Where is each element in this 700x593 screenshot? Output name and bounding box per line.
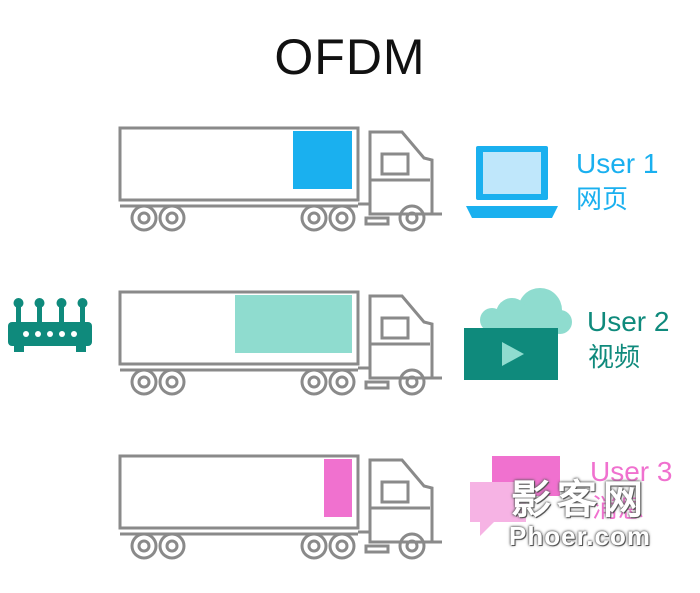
router-icon [4, 296, 96, 361]
laptop-icon [464, 144, 560, 227]
cargo-block-user-2 [235, 295, 352, 353]
user-3-label: User 3 [590, 456, 673, 487]
truck-user-3 [112, 446, 447, 566]
user-2-content: 视频 [588, 343, 641, 373]
user-1-content: 网页 [576, 185, 629, 215]
cargo-block-user-3 [324, 459, 352, 517]
user-3-content: 消息 [592, 494, 645, 524]
cargo-block-user-1 [293, 131, 352, 189]
diagram-title: OFDM [274, 29, 426, 85]
truck-user-1 [112, 118, 447, 238]
truck-user-2 [112, 282, 447, 402]
user-1-label: User 1 [576, 148, 659, 179]
user-2-label: User 2 [587, 306, 670, 337]
chat-bubble-icon [470, 456, 570, 545]
video-cloud-icon [462, 284, 572, 389]
